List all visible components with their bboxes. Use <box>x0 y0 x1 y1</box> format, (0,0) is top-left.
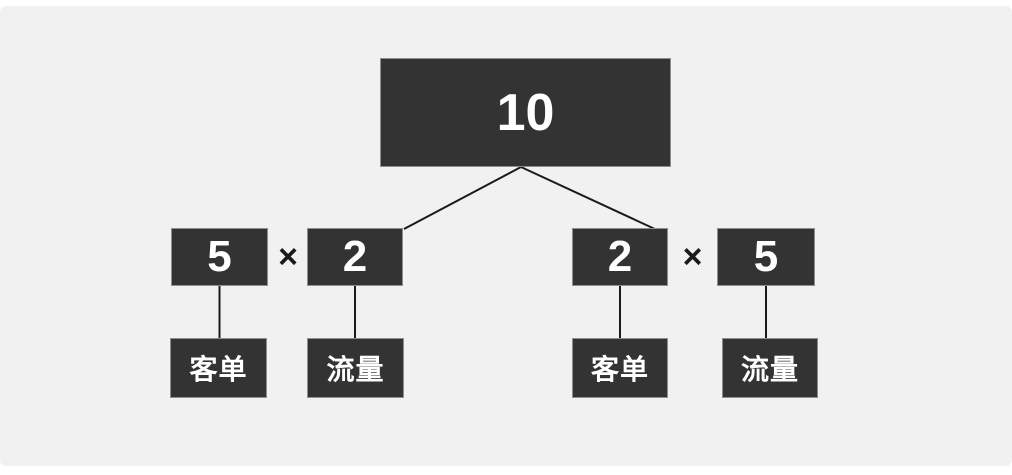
left-factor-1-value-box: 5 <box>171 228 268 286</box>
right-factor-1-label-box: 客单 <box>572 338 668 398</box>
right-factor-1-value-box: 2 <box>572 228 668 286</box>
root-value-box: 10 <box>380 58 671 167</box>
right-factor-2-value-box: 5 <box>717 228 815 286</box>
right-factor-2-label-box: 流量 <box>722 338 818 398</box>
left-factor-2-label-box: 流量 <box>307 338 404 398</box>
multiply-symbol-right: × <box>682 237 703 276</box>
left-factor-2-value-box: 2 <box>307 228 403 286</box>
multiply-symbol-left: × <box>278 237 298 276</box>
left-factor-1-label-box: 客单 <box>170 338 267 398</box>
